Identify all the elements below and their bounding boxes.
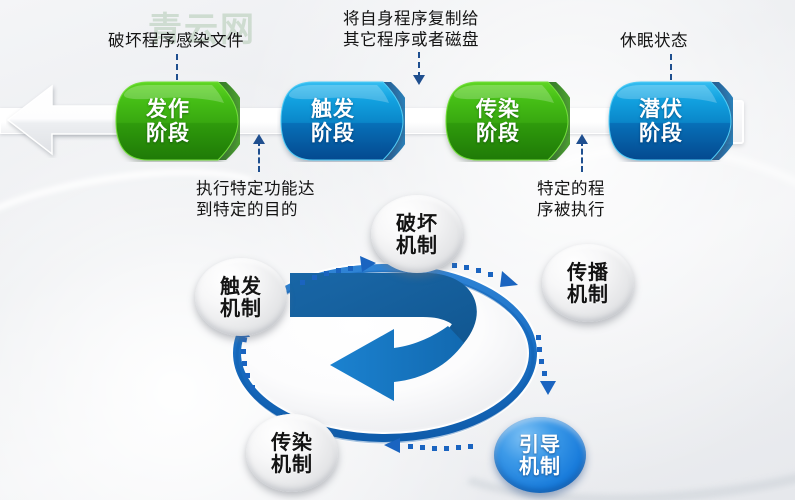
cycle-node-infect[interactable]: 传染 机制 <box>246 414 338 492</box>
cycle-node-spread-line1: 传播 <box>567 260 609 284</box>
stage-banner-0-label: 发作 阶段 <box>112 80 240 162</box>
stage-label-line2: 阶段 <box>476 121 520 145</box>
watermark-text: 青云网 <box>148 10 256 50</box>
connector-top-right <box>670 54 672 80</box>
connector-top-mid <box>418 52 420 78</box>
cycle-dotted-arrows <box>231 256 556 453</box>
cycle-node-destroy-line1: 破坏 <box>396 211 438 235</box>
stage-banner-1-label: 触发 阶段 <box>277 80 405 162</box>
cycle-node-trigger-line1: 触发 <box>220 274 262 298</box>
cycle-node-trigger-line2: 机制 <box>220 296 262 320</box>
stage-banner-3-label: 潜伏 阶段 <box>605 80 733 162</box>
cycle-node-spread-line2: 机制 <box>567 282 609 306</box>
cycle-node-boot-line1: 引导 <box>519 432 561 456</box>
callout-bottom-left: 执行特定功能达 到特定的目的 <box>196 179 315 220</box>
stage-banner-2-label: 传染 阶段 <box>442 80 570 162</box>
cycle-node-trigger[interactable]: 触发 机制 <box>195 258 287 336</box>
connector-bottom-right-arrowhead <box>576 134 588 144</box>
connector-bottom-left <box>258 140 260 172</box>
connector-bottom-right <box>581 140 583 172</box>
cycle-node-infect-line1: 传染 <box>271 430 313 454</box>
cycle-node-boot[interactable]: 引导 机制 <box>494 417 586 493</box>
connector-top-mid-arrowhead <box>413 75 425 85</box>
left-arrow-icon <box>6 84 123 156</box>
stage-label-line2: 阶段 <box>146 121 190 145</box>
cycle-node-spread[interactable]: 传播 机制 <box>542 244 634 322</box>
callout-top-left: 破坏程序感染文件 <box>108 31 244 50</box>
cycle-node-destroy[interactable]: 破坏 机制 <box>371 195 463 273</box>
stage-label-line1: 触发 <box>311 96 355 121</box>
stage-banner-1[interactable]: 触发 阶段 <box>277 80 413 162</box>
callout-top-right: 休眠状态 <box>620 31 688 50</box>
stage-banner-0[interactable]: 发作 阶段 <box>112 80 248 162</box>
stage-label-line2: 阶段 <box>311 121 355 145</box>
connector-bottom-left-arrowhead <box>253 134 265 144</box>
callout-bottom-right: 特定的程 序被执行 <box>537 179 605 220</box>
cycle-node-infect-line2: 机制 <box>271 452 313 476</box>
stage-banner-2[interactable]: 传染 阶段 <box>442 80 578 162</box>
stage-label-line1: 传染 <box>476 96 520 121</box>
stage-label-line1: 潜伏 <box>639 96 683 121</box>
stage-label-line1: 发作 <box>146 96 190 121</box>
cycle-node-boot-line2: 机制 <box>519 454 561 478</box>
connector-top-left <box>176 54 178 80</box>
callout-top-mid: 将自身程序复制给 其它程序或者磁盘 <box>343 9 479 50</box>
stage-label-line2: 阶段 <box>639 121 683 145</box>
cycle-node-destroy-line2: 机制 <box>396 233 438 257</box>
stage-banner-3[interactable]: 潜伏 阶段 <box>605 80 741 162</box>
